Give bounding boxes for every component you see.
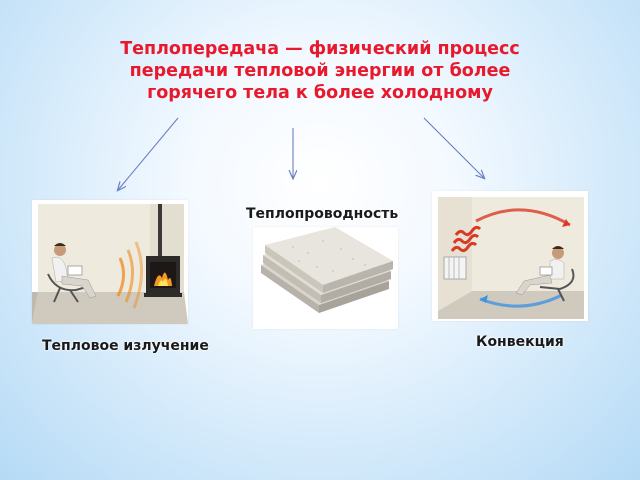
insulation-slabs-icon: [253, 227, 398, 329]
slide-title: Теплопередача — физический процесс перед…: [120, 39, 520, 103]
radiation-image: [32, 200, 188, 324]
radiation-label: Тепловое излучение: [42, 338, 209, 354]
arrow-to-radiation: [118, 117, 179, 190]
conduction-label: Теплопроводность: [246, 206, 399, 222]
arrow-to-convection: [423, 117, 484, 178]
radiator-air-circulation-icon: [432, 191, 588, 321]
convection-image: [432, 191, 588, 321]
convection-label: Конвекция: [476, 334, 564, 350]
person-by-fireplace-icon: [32, 200, 188, 324]
conduction-image: [253, 227, 398, 329]
